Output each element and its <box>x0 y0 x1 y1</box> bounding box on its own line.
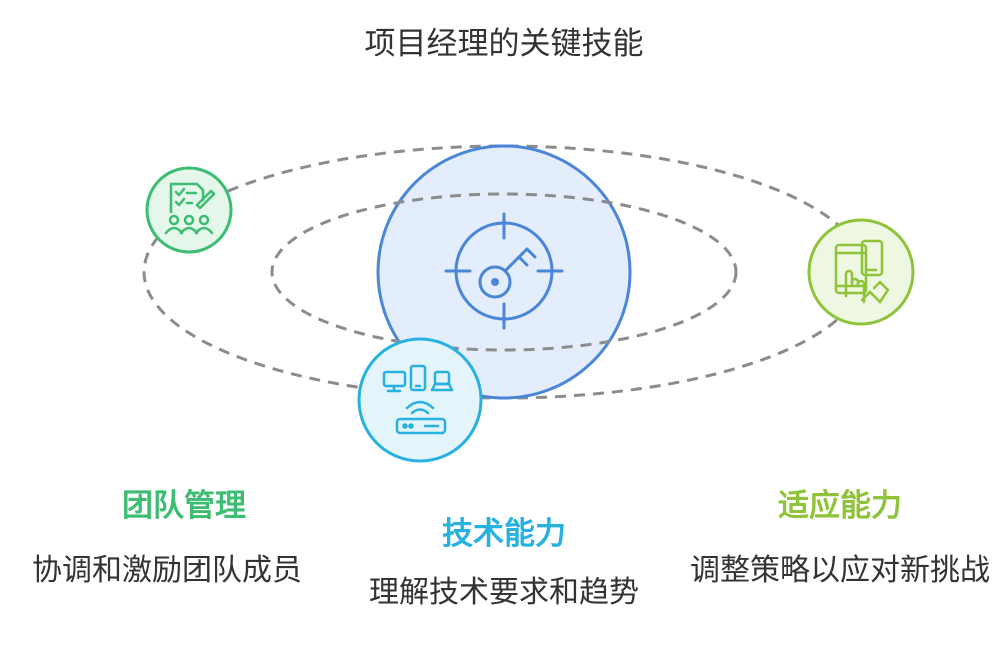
target-key-icon <box>444 212 564 330</box>
devices-router-icon <box>382 364 454 435</box>
adapt-node <box>807 218 915 326</box>
team-skill-description: 协调和激励团队成员 <box>32 553 302 588</box>
adapt-skill-description: 调整策略以应对新挑战 <box>690 553 990 588</box>
diagram-title: 项目经理的关键技能 <box>364 26 644 62</box>
team-node <box>145 166 233 254</box>
adapt-skill-title: 适应能力 <box>778 488 902 524</box>
tech-skill-description: 理解技术要求和趋势 <box>369 575 639 610</box>
tech-node <box>357 337 483 463</box>
team-skill-title: 团队管理 <box>122 488 246 524</box>
adaptive-devices-icon <box>834 239 890 304</box>
team-checklist-icon <box>164 182 216 235</box>
inner-orbit <box>270 192 738 352</box>
tech-skill-title: 技术能力 <box>442 516 566 552</box>
